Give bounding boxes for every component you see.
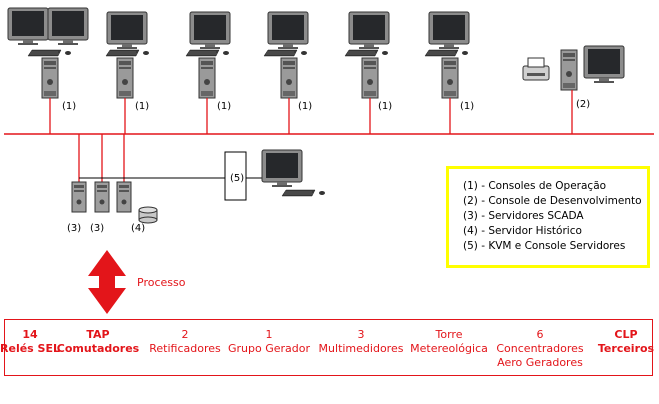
development-station-label: (2) (576, 99, 590, 110)
server-label: (3) (90, 223, 104, 234)
workstation-label: (1) (460, 101, 474, 112)
scada-servers (71, 181, 158, 224)
kvm-label: (5) (230, 173, 244, 184)
server-label: (3) (67, 223, 81, 234)
workstation-label: (1) (217, 101, 231, 112)
workstation-label: (1) (62, 101, 76, 112)
process-arrow-icon (88, 250, 126, 314)
development-station (522, 45, 625, 91)
workstation-label: (1) (298, 101, 312, 112)
legend-item: (2) - Console de Desenvolvimento (463, 195, 642, 207)
process-label: Processo (137, 276, 186, 289)
legend-item: (5) - KVM e Console Servidores (463, 240, 626, 252)
historian-label: (4) (131, 223, 145, 234)
legend: (1) - Consoles de Operação (2) - Console… (446, 166, 650, 268)
network-drops (49, 90, 573, 134)
workstation-3 (185, 11, 231, 99)
workstation-label: (1) (378, 101, 392, 112)
workstation-1 (7, 7, 89, 99)
workstation-4 (263, 11, 309, 99)
workstation-5 (344, 11, 390, 99)
database-icon (138, 206, 158, 224)
legend-item: (3) - Servidores SCADA (463, 210, 584, 222)
server-drops (78, 134, 125, 182)
workstation-2 (105, 11, 150, 99)
workstation-6 (424, 11, 470, 99)
workstation-label: (1) (135, 101, 149, 112)
legend-item: (1) - Consoles de Operação (463, 180, 607, 192)
kvm-box (224, 151, 247, 201)
kvm-console (261, 149, 326, 197)
printer-icon (522, 57, 550, 81)
legend-item: (4) - Servidor Histórico (463, 225, 582, 237)
